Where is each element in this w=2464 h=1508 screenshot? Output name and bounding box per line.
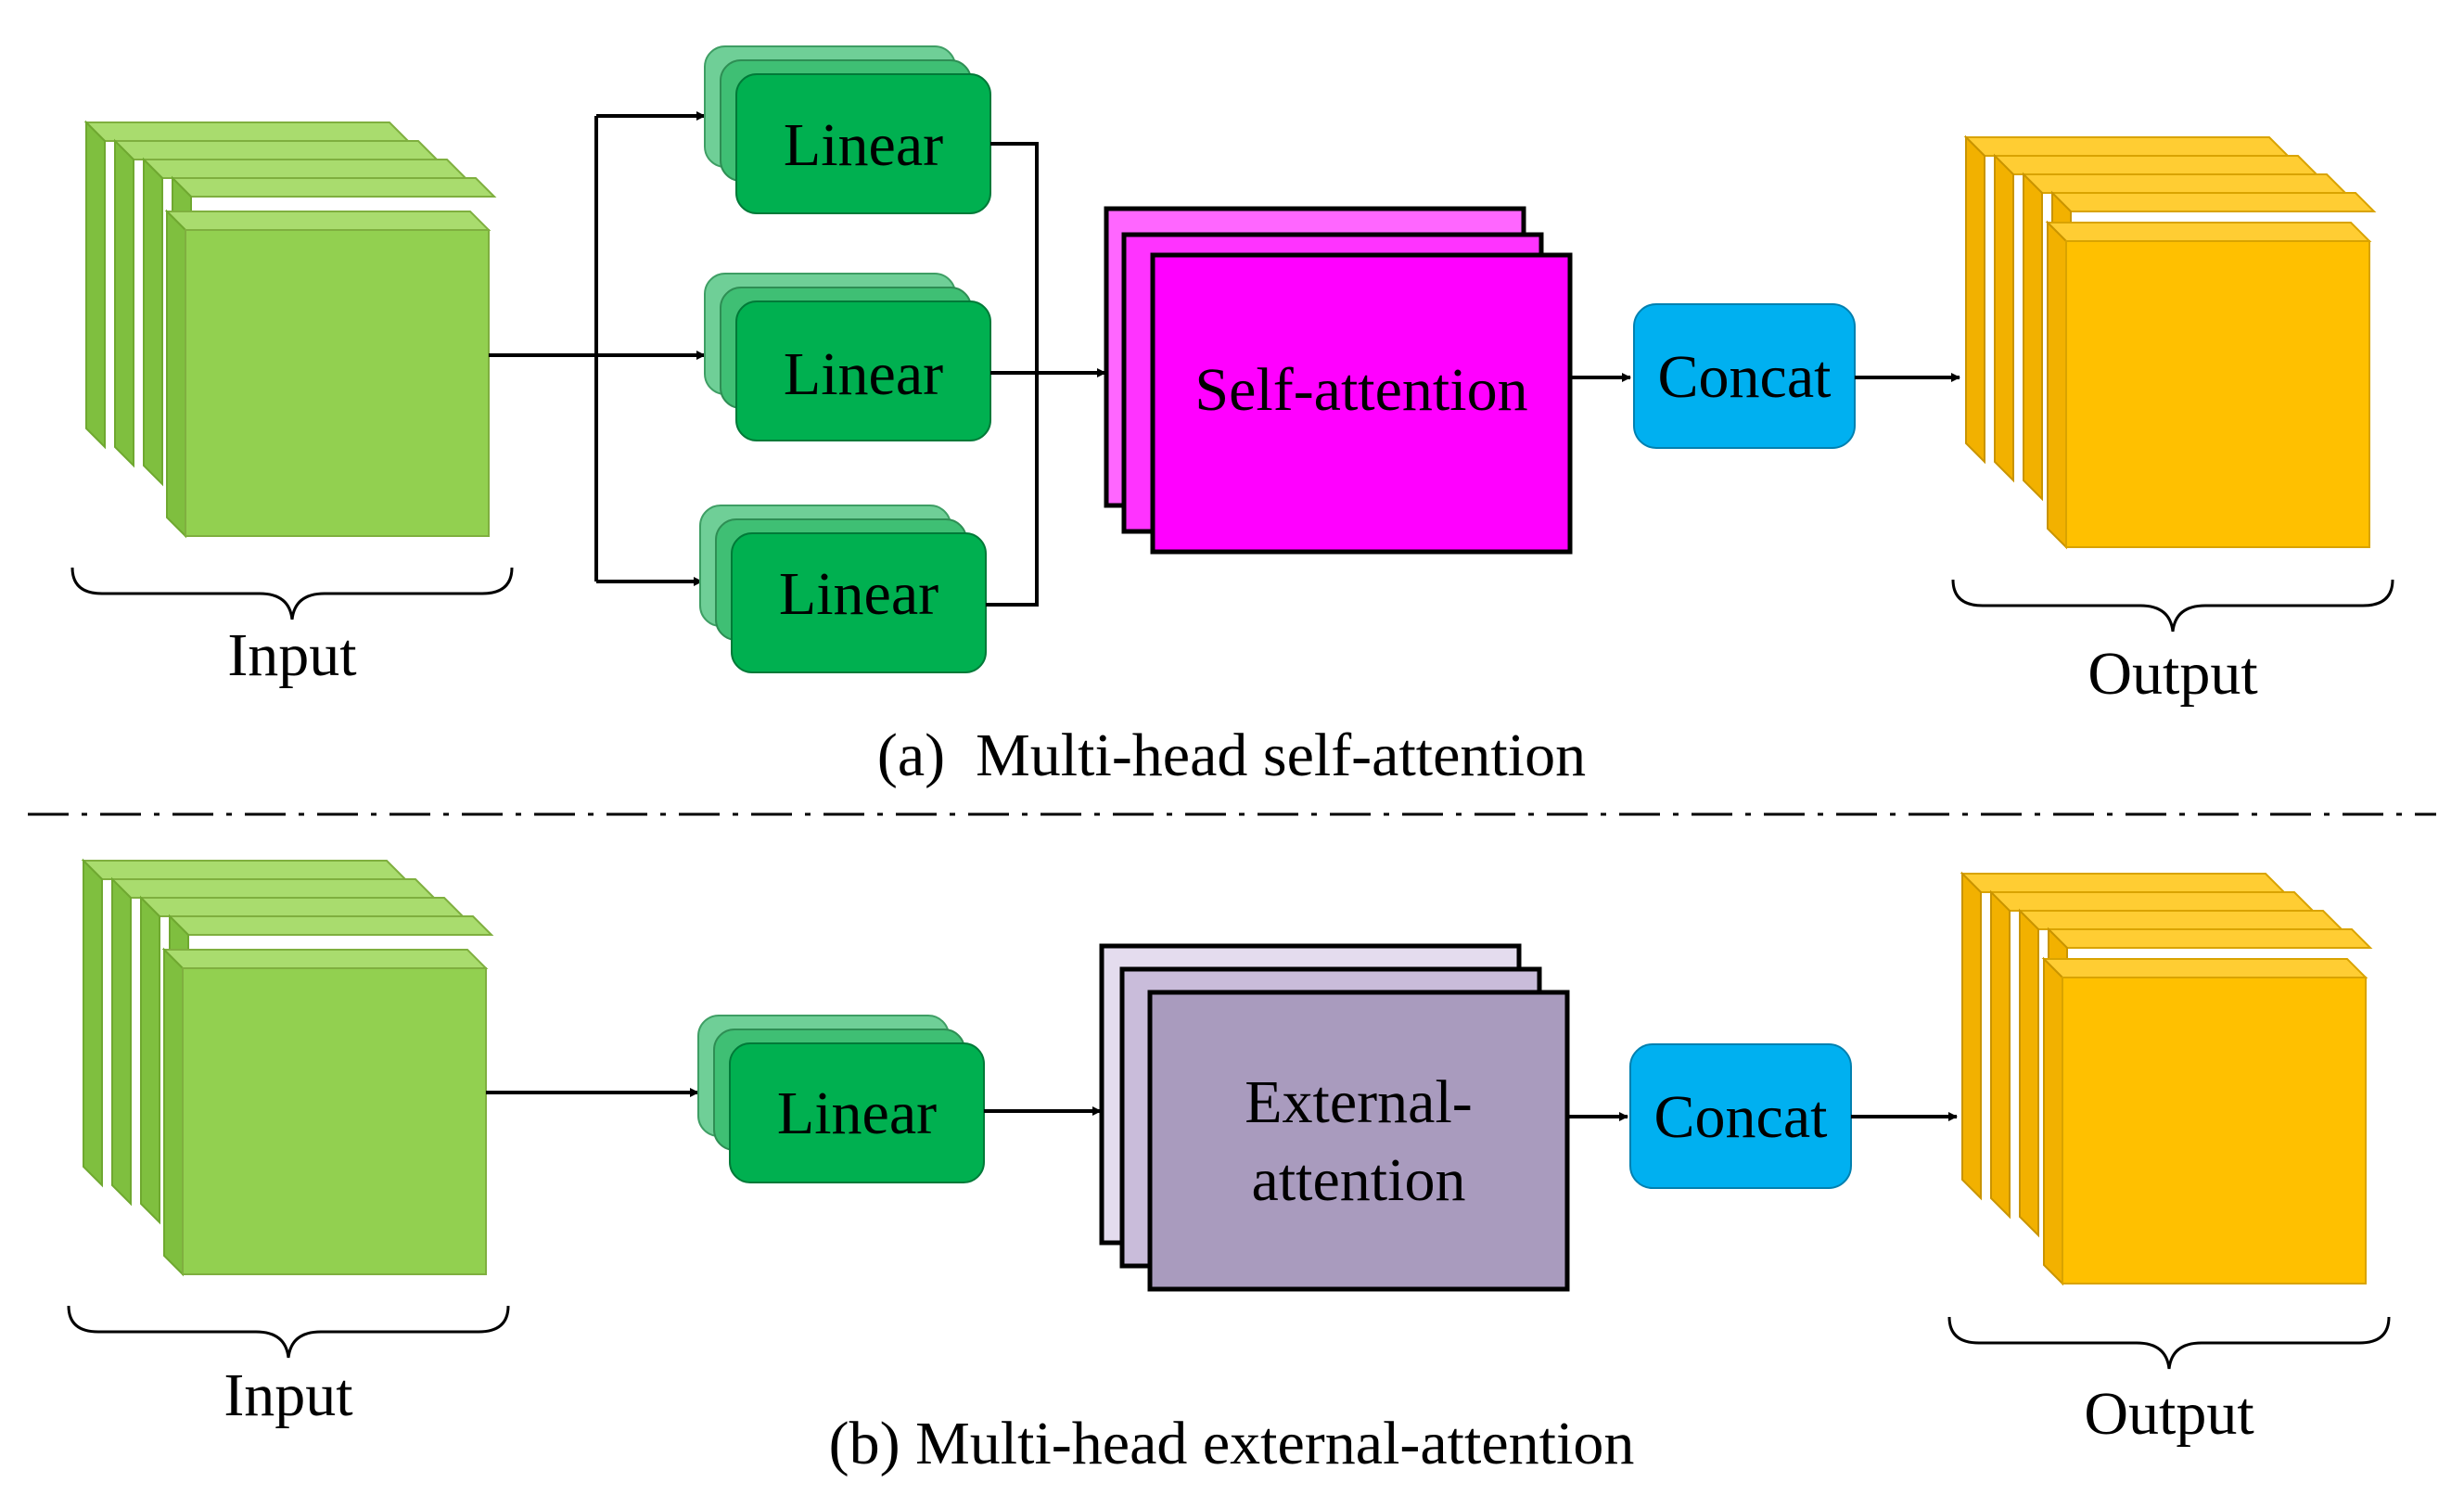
external-attention-label-line2: attention xyxy=(1252,1146,1466,1214)
input-label-b: Input xyxy=(223,1361,352,1429)
output-brace-a xyxy=(1951,579,2394,633)
output-layer xyxy=(1960,871,2287,1201)
input-front-layer xyxy=(161,947,489,1277)
output-layer xyxy=(2021,172,2348,502)
linear-to-attention-connectors-a xyxy=(986,142,1106,607)
input-layer xyxy=(81,858,408,1188)
input-layer xyxy=(109,876,437,1207)
caption-b: (b) Multi-head external-attention xyxy=(829,1410,1635,1477)
output-layer xyxy=(1963,134,2291,465)
input-feature-stack-a xyxy=(83,120,497,539)
input-to-linear-connectors-a xyxy=(489,111,706,586)
output-label-b: Output xyxy=(2084,1380,2253,1448)
external-attention-block: External- attention xyxy=(1099,943,1570,1292)
input-layer xyxy=(112,138,440,468)
linear-label-a3: Linear xyxy=(779,560,938,628)
input-front-layer xyxy=(164,209,492,539)
output-layer xyxy=(1992,153,2319,483)
concat-label-b: Concat xyxy=(1654,1083,1828,1151)
linear-block-a1: Linear xyxy=(704,45,991,214)
panel-b: Input Linear External- attention Concat xyxy=(67,858,2391,1477)
output-label-a: Output xyxy=(2087,640,2257,708)
input-layer xyxy=(138,895,466,1225)
external-attention-label-line1: External- xyxy=(1245,1068,1473,1136)
input-feature-stack-b xyxy=(81,858,494,1277)
self-attention-label: Self-attention xyxy=(1194,356,1527,424)
caption-a: (a) Multi-head self-attention xyxy=(877,722,1586,789)
input-brace-a xyxy=(70,567,514,620)
input-layer xyxy=(83,120,411,450)
linear-block-a2: Linear xyxy=(704,273,991,441)
output-feature-stack-a xyxy=(1963,134,2377,550)
linear-label-b: Linear xyxy=(777,1080,937,1147)
self-attention-block: Self-attention xyxy=(1104,206,1573,555)
concat-block-b: Concat xyxy=(1629,1043,1852,1189)
concat-label-a: Concat xyxy=(1658,343,1832,411)
linear-label-a2: Linear xyxy=(784,340,943,408)
output-brace-b xyxy=(1947,1316,2391,1370)
output-layer xyxy=(2017,908,2344,1238)
linear-block-b: Linear xyxy=(697,1015,985,1183)
panel-a: Input Linear Linear Linear xyxy=(70,45,2394,789)
output-feature-stack-b xyxy=(1960,871,2373,1286)
input-brace-b xyxy=(67,1305,510,1359)
output-layer xyxy=(1988,889,2316,1220)
linear-block-a3: Linear xyxy=(699,505,987,673)
output-front-layer xyxy=(2041,956,2368,1286)
output-front-layer xyxy=(2045,220,2372,550)
input-label-a: Input xyxy=(227,621,356,689)
concat-block-a: Concat xyxy=(1633,303,1856,449)
linear-label-a1: Linear xyxy=(784,111,943,179)
